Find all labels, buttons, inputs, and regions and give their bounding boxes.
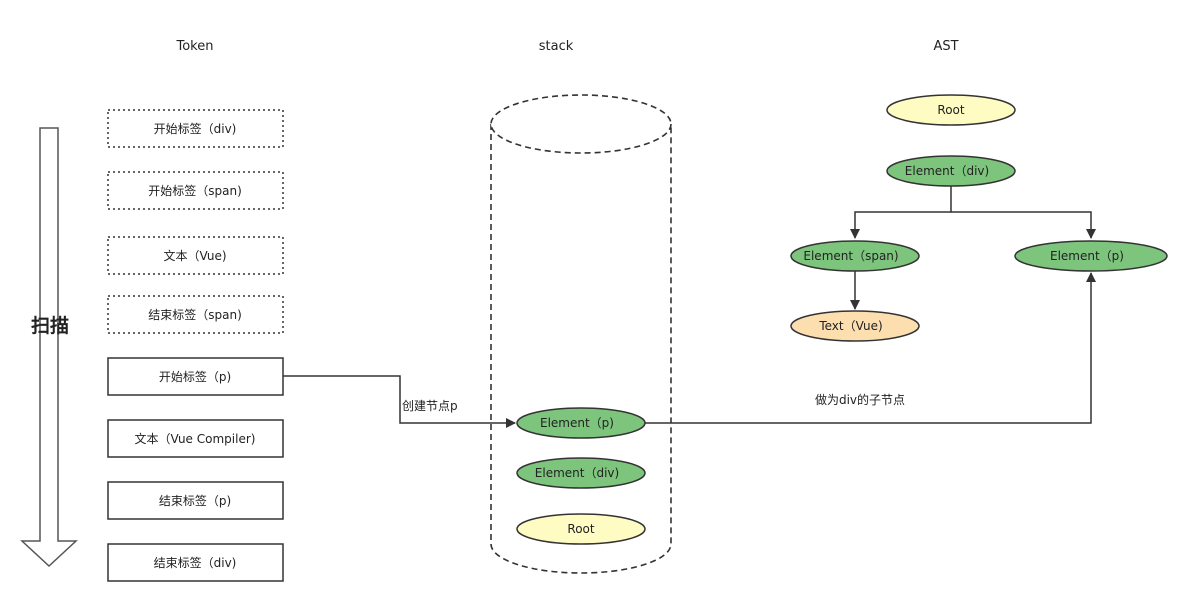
stack-item-label: Element（div) <box>535 466 619 480</box>
token-label: 开始标签（div) <box>154 121 237 136</box>
token-item: 结束标签（span) <box>107 295 284 334</box>
ast-node-span: Element（span) <box>790 240 920 272</box>
token-label: 文本（Vue Compiler) <box>135 431 256 446</box>
ast-edge-div-p <box>951 211 1096 239</box>
token-label: 结束标签（div) <box>154 555 237 570</box>
create-node-label: 创建节点p <box>402 399 458 413</box>
ast-header: AST <box>933 39 958 54</box>
token-item: 开始标签（div) <box>107 109 284 148</box>
stack-item-label: Element（p) <box>540 416 614 430</box>
ast-node-label: Element（p) <box>1050 249 1124 263</box>
ast-node-p: Element（p) <box>1014 240 1168 272</box>
ast-node-div: Element（div) <box>886 155 1016 187</box>
create-node-arrow <box>283 375 516 428</box>
ast-node-text: Text（Vue) <box>790 310 920 342</box>
token-item: 结束标签（div) <box>107 543 284 582</box>
child-of-div-arrow <box>645 272 1096 424</box>
token-list: 开始标签（div) 开始标签（span) 文本（Vue) 结束标签（span) … <box>107 109 284 582</box>
token-item: 开始标签（span) <box>107 171 284 210</box>
ast-node-root: Root <box>886 94 1016 126</box>
stack-item-root: Root <box>516 513 646 545</box>
stack-header: stack <box>539 39 574 54</box>
token-item: 文本（Vue) <box>107 236 284 275</box>
token-item: 文本（Vue Compiler) <box>107 419 284 458</box>
stack-item-label: Root <box>567 522 594 536</box>
child-of-div-label: 做为div的子节点 <box>815 392 905 407</box>
ast-node-label: Text（Vue) <box>818 319 882 333</box>
token-item: 结束标签（p) <box>107 481 284 520</box>
stack-item-p: Element（p) <box>516 407 646 439</box>
token-label: 开始标签（span) <box>148 183 242 198</box>
token-item: 开始标签（p) <box>107 357 284 396</box>
ast-edge-div-children <box>850 186 952 239</box>
token-label: 开始标签（p) <box>159 369 231 384</box>
stack-item-div: Element（div) <box>516 457 646 489</box>
token-label: 结束标签（span) <box>148 307 242 322</box>
ast-node-label: Element（div) <box>905 164 989 178</box>
ast-node-label: Element（span) <box>803 249 898 263</box>
scan-arrow-icon <box>20 127 78 568</box>
token-label: 文本（Vue) <box>163 248 226 263</box>
scan-label: 扫描 <box>31 314 69 337</box>
token-label: 结束标签（p) <box>159 493 231 508</box>
stack-cylinder <box>490 94 672 574</box>
ast-node-label: Root <box>937 103 964 117</box>
token-header: Token <box>176 39 214 54</box>
